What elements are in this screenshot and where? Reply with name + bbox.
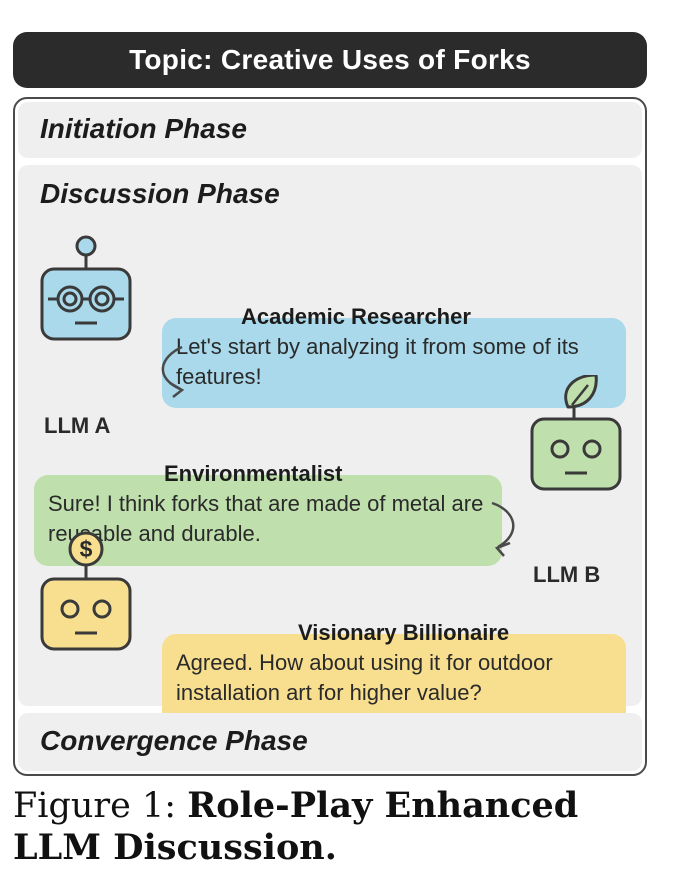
role-a-label: Academic Researcher [241, 304, 471, 329]
svg-text:$: $ [80, 536, 93, 562]
figure-caption: Figure 1: Role-Play Enhanced LLM Discuss… [13, 785, 678, 869]
convergence-phase-title: Convergence Phase [40, 725, 308, 756]
robot-with-dollar-icon: $ [40, 531, 132, 651]
llm-b-label: LLM B [533, 562, 601, 587]
topic-banner: Topic: Creative Uses of Forks [13, 32, 647, 88]
initiation-phase: Initiation Phase [18, 102, 642, 158]
curved-arrow-icon [491, 501, 515, 557]
phases-frame: Initiation Phase Discussion Phase LLM A … [13, 97, 647, 776]
role-b-label: Environmentalist [164, 461, 343, 486]
message-c-text: Agreed. How about using it for outdoor i… [176, 650, 553, 705]
llm-a-label: LLM A [44, 413, 111, 438]
discussion-phase: Discussion Phase LLM A Let's start by an… [18, 165, 642, 754]
caption-prefix: Figure 1: [13, 786, 188, 826]
caption-title: Role-Play Enhanced LLM Discussion. [13, 785, 579, 868]
robot-with-glasses-icon [40, 235, 132, 341]
convergence-phase: Convergence Phase [18, 713, 642, 771]
message-bubble-a: Let's start by analyzing it from some of… [162, 318, 626, 408]
role-c-label: Visionary Billionaire [298, 620, 510, 645]
message-a-text: Let's start by analyzing it from some of… [176, 334, 579, 389]
message-bubble-c: Agreed. How about using it for outdoor i… [162, 634, 626, 725]
discussion-phase-title: Discussion Phase [40, 178, 280, 209]
initiation-phase-title: Initiation Phase [40, 113, 247, 144]
robot-with-leaf-icon [530, 375, 622, 491]
topic-title: Topic: Creative Uses of Forks [129, 44, 531, 75]
curved-arrow-icon [161, 345, 185, 398]
